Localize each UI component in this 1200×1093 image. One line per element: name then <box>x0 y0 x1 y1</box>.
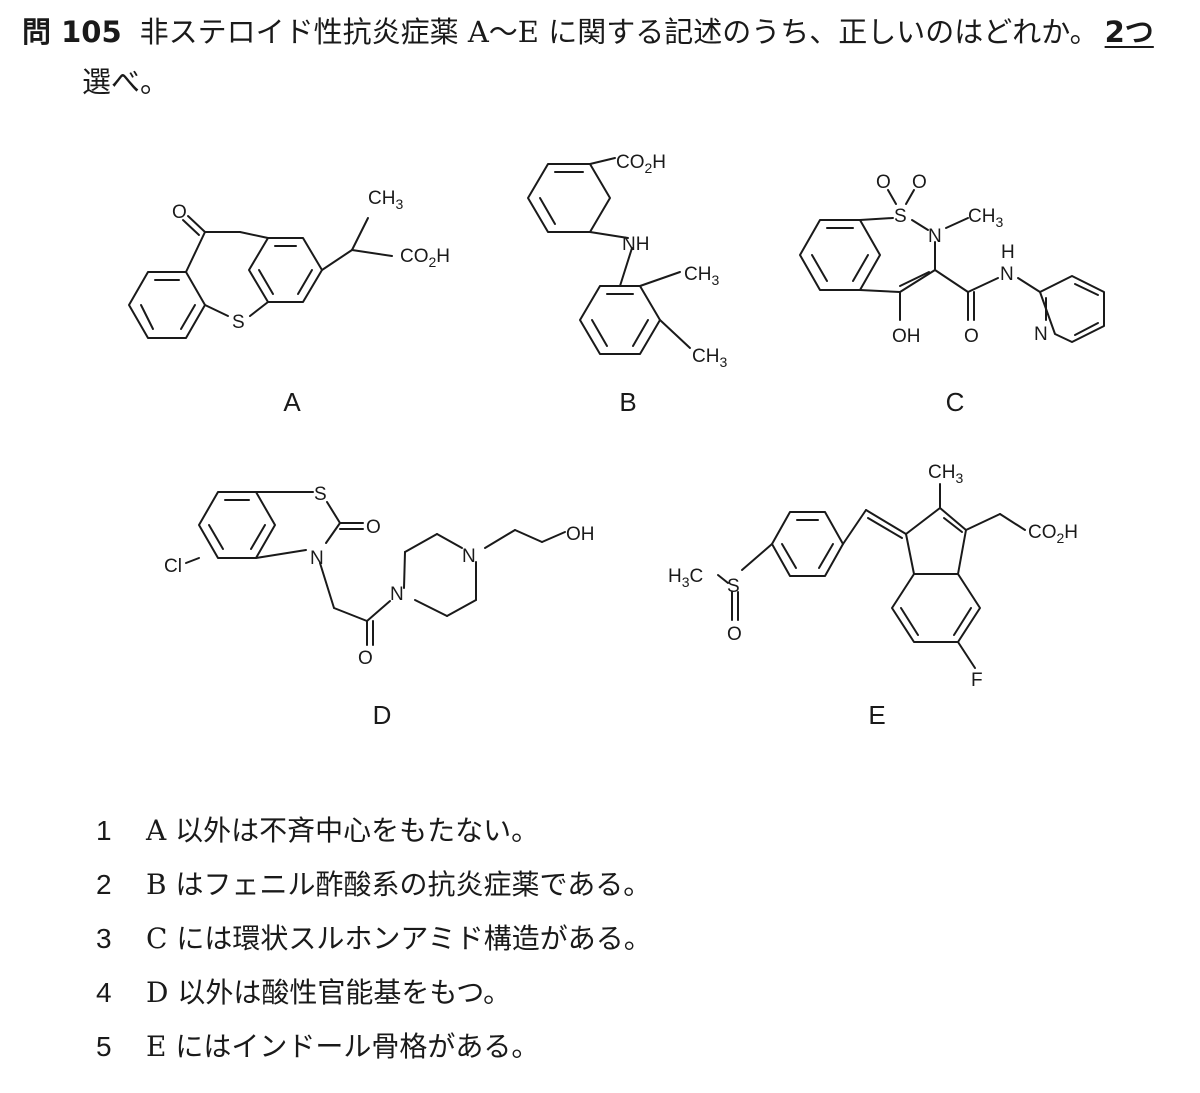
structure-b-carboxyl: CO2H <box>616 152 666 176</box>
answer-choices: 1 A 以外は不斉中心をもたない。 2 B はフェニル酢酸系の抗炎症薬である。 3 C… <box>96 804 652 1074</box>
structure-a-benzene-right <box>248 237 323 303</box>
structure-e-oxygen: O <box>727 624 742 645</box>
structure-d-oxygen: O <box>366 517 381 538</box>
structure-d-hydroxyl: OH <box>566 524 595 545</box>
structure-c-atoms: O O S N CH3 H N OH O N <box>876 172 1048 347</box>
choice-number: 4 <box>96 977 112 1008</box>
structure-c-hydroxyl: OH <box>892 326 921 347</box>
choice-text: A 以外は不斉中心をもたない。 <box>146 814 540 847</box>
choice-3[interactable]: 3 C には環状スルホンアミド構造がある。 <box>96 912 652 966</box>
structure-c-carbonyl-oxygen: O <box>964 326 979 347</box>
choice-4[interactable]: 4 D 以外は酸性官能基をもつ。 <box>96 966 652 1020</box>
structure-c-oxygen-2: O <box>912 172 927 193</box>
structure-e-sulfur: S <box>727 576 740 597</box>
choice-number: 3 <box>96 923 112 954</box>
question-header: 問 105 非ステロイド性抗炎症薬 A～E に関する記述のうち、正しいのはどれか。… <box>22 12 1172 52</box>
structure-e <box>717 483 1026 669</box>
structure-e-methyl: CH3 <box>928 462 963 486</box>
question-number: 問 105 <box>22 15 122 49</box>
choice-1[interactable]: 1 A 以外は不斉中心をもたない。 <box>96 804 652 858</box>
structure-d-carbonyl-oxygen: O <box>358 648 373 669</box>
structure-e-fluorine: F <box>971 670 983 691</box>
structure-label-b: B <box>619 387 636 417</box>
structure-d-sulfur: S <box>314 484 327 505</box>
structure-a-methyl: CH3 <box>368 188 403 212</box>
structure-b-amine: NH <box>622 234 649 255</box>
question-continuation: 選べ。 <box>82 65 170 99</box>
choice-number: 1 <box>96 815 112 846</box>
structure-c-pyridine-n: N <box>1034 324 1048 345</box>
structure-label-c: C <box>946 387 965 417</box>
structure-labels: A B C D E <box>283 387 964 730</box>
structure-e-benzene-fused <box>891 573 981 643</box>
structure-label-e: E <box>868 700 885 730</box>
choice-text: E にはインドール骨格がある。 <box>146 1030 540 1063</box>
structure-d <box>185 491 566 646</box>
structure-c-amide-h: H <box>1001 242 1015 263</box>
choice-text: D 以外は酸性官能基をもつ。 <box>146 976 512 1009</box>
structure-b-methyl-1: CH3 <box>684 264 719 288</box>
structure-e-carboxyl: CO2H <box>1028 522 1078 546</box>
question-text: 非ステロイド性抗炎症薬 A～E に関する記述のうち、正しいのはどれか。 <box>139 15 1099 49</box>
structure-b-methyl-2: CH3 <box>692 346 727 370</box>
structure-d-piperazine-n-2: N <box>462 546 476 567</box>
structure-a-oxygen: O <box>172 202 187 223</box>
structure-label-d: D <box>373 700 392 730</box>
choice-number: 2 <box>96 869 112 900</box>
structure-a-carboxyl: CO2H <box>400 246 450 270</box>
structure-d-atoms: S O N Cl O N N OH <box>164 484 595 669</box>
structure-c <box>799 189 1105 343</box>
structure-e-atoms: CH3 CO2H H3C S O F <box>668 462 1078 691</box>
structure-e-methyl-sulfinyl: H3C <box>668 566 703 590</box>
structure-label-a: A <box>283 387 301 417</box>
structure-c-oxygen-1: O <box>876 172 891 193</box>
structure-c-pyridine <box>1039 275 1105 343</box>
structure-c-amide-n: N <box>1000 264 1014 285</box>
structure-e-cyclopentene <box>905 507 967 575</box>
question-emphasis: 2つ <box>1104 15 1154 49</box>
structures-figure: O S CH3 CO2H CO2H NH CH3 CH3 O O S N CH3… <box>128 152 1105 730</box>
structure-a-atoms: O S CH3 CO2H <box>172 188 450 333</box>
structure-d-chlorine: Cl <box>164 556 182 577</box>
structure-c-sulfur: S <box>894 206 907 227</box>
structure-a <box>128 215 393 339</box>
structure-b-atoms: CO2H NH CH3 CH3 <box>616 152 727 370</box>
choice-text: B はフェニル酢酸系の抗炎症薬である。 <box>146 868 652 901</box>
structure-d-benzene <box>198 491 276 559</box>
structure-a-sulfur: S <box>232 312 245 333</box>
choice-text: C には環状スルホンアミド構造がある。 <box>146 922 652 955</box>
structure-c-nitrogen: N <box>928 226 942 247</box>
structure-c-methyl: CH3 <box>968 206 1003 230</box>
choice-2[interactable]: 2 B はフェニル酢酸系の抗炎症薬である。 <box>96 858 652 912</box>
structure-d-piperazine-n-1: N <box>390 584 404 605</box>
choice-5[interactable]: 5 E にはインドール骨格がある。 <box>96 1020 652 1074</box>
structure-d-nitrogen: N <box>310 548 324 569</box>
choice-number: 5 <box>96 1031 112 1062</box>
structure-b <box>527 157 691 355</box>
